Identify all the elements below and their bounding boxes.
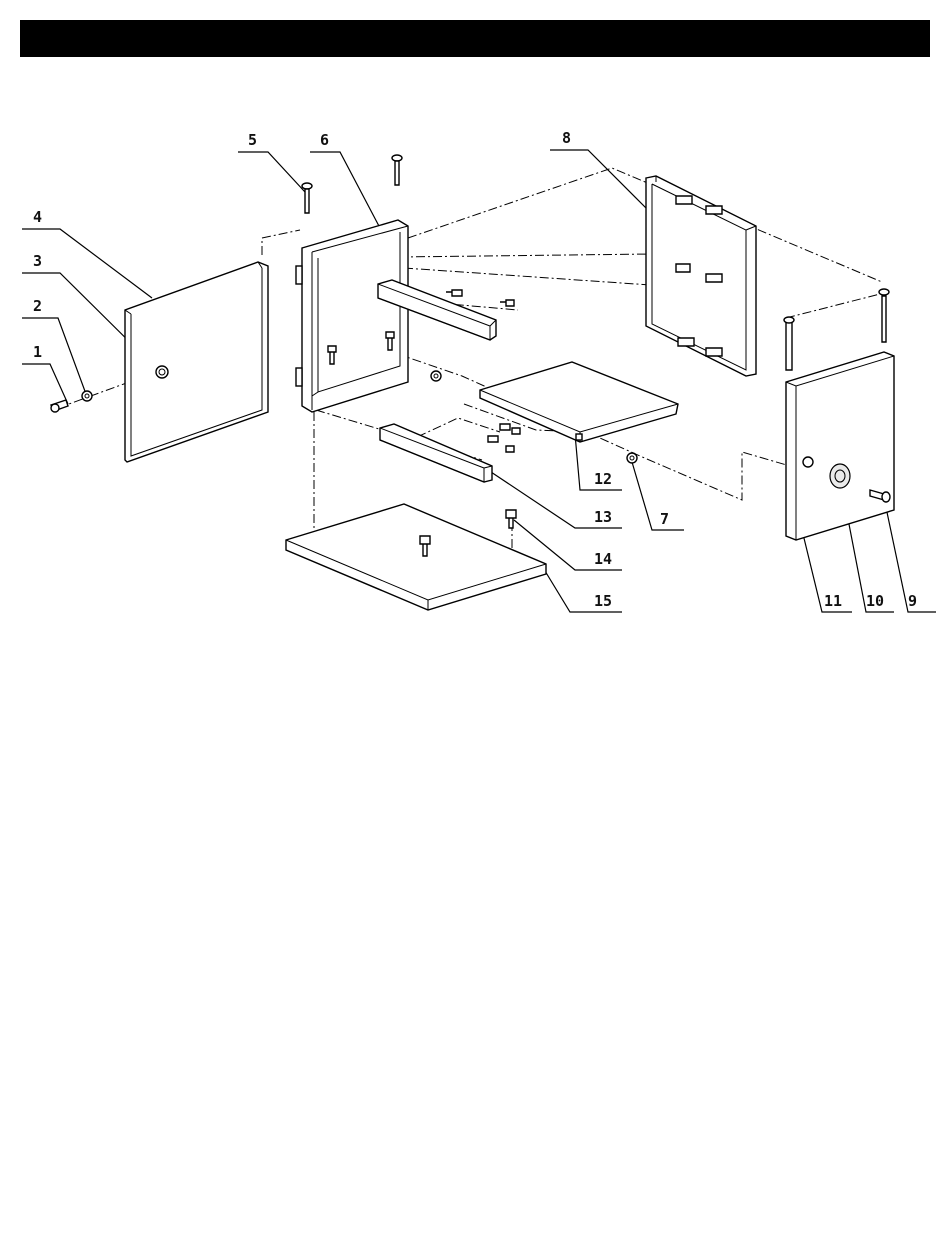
part-5-screw	[302, 155, 402, 213]
callout-9: 9	[908, 592, 917, 610]
callout-10: 10	[866, 592, 884, 610]
part-4-side-frame	[125, 262, 268, 462]
part-2-washer	[82, 391, 92, 401]
part-3-nut	[156, 366, 168, 378]
callout-8: 8	[562, 129, 571, 147]
part-12-shelf	[480, 362, 678, 442]
callout-6: 6	[320, 131, 329, 149]
callout-4: 4	[33, 208, 42, 226]
part-11-side-panel	[784, 289, 894, 540]
callout-11: 11	[824, 592, 842, 610]
callout-3: 3	[33, 252, 42, 270]
callout-12: 12	[594, 470, 612, 488]
callout-2: 2	[33, 297, 42, 315]
callout-15: 15	[594, 592, 612, 610]
callout-1: 1	[33, 343, 42, 361]
part-6-frame	[296, 220, 408, 412]
callout-5: 5	[248, 131, 257, 149]
part-15-base-panel	[286, 504, 546, 610]
part-8-rear-frame	[646, 176, 756, 376]
callout-14: 14	[594, 550, 612, 568]
callout-13: 13	[594, 508, 612, 526]
callout-7: 7	[660, 510, 669, 528]
part-1-bolt	[51, 400, 68, 412]
